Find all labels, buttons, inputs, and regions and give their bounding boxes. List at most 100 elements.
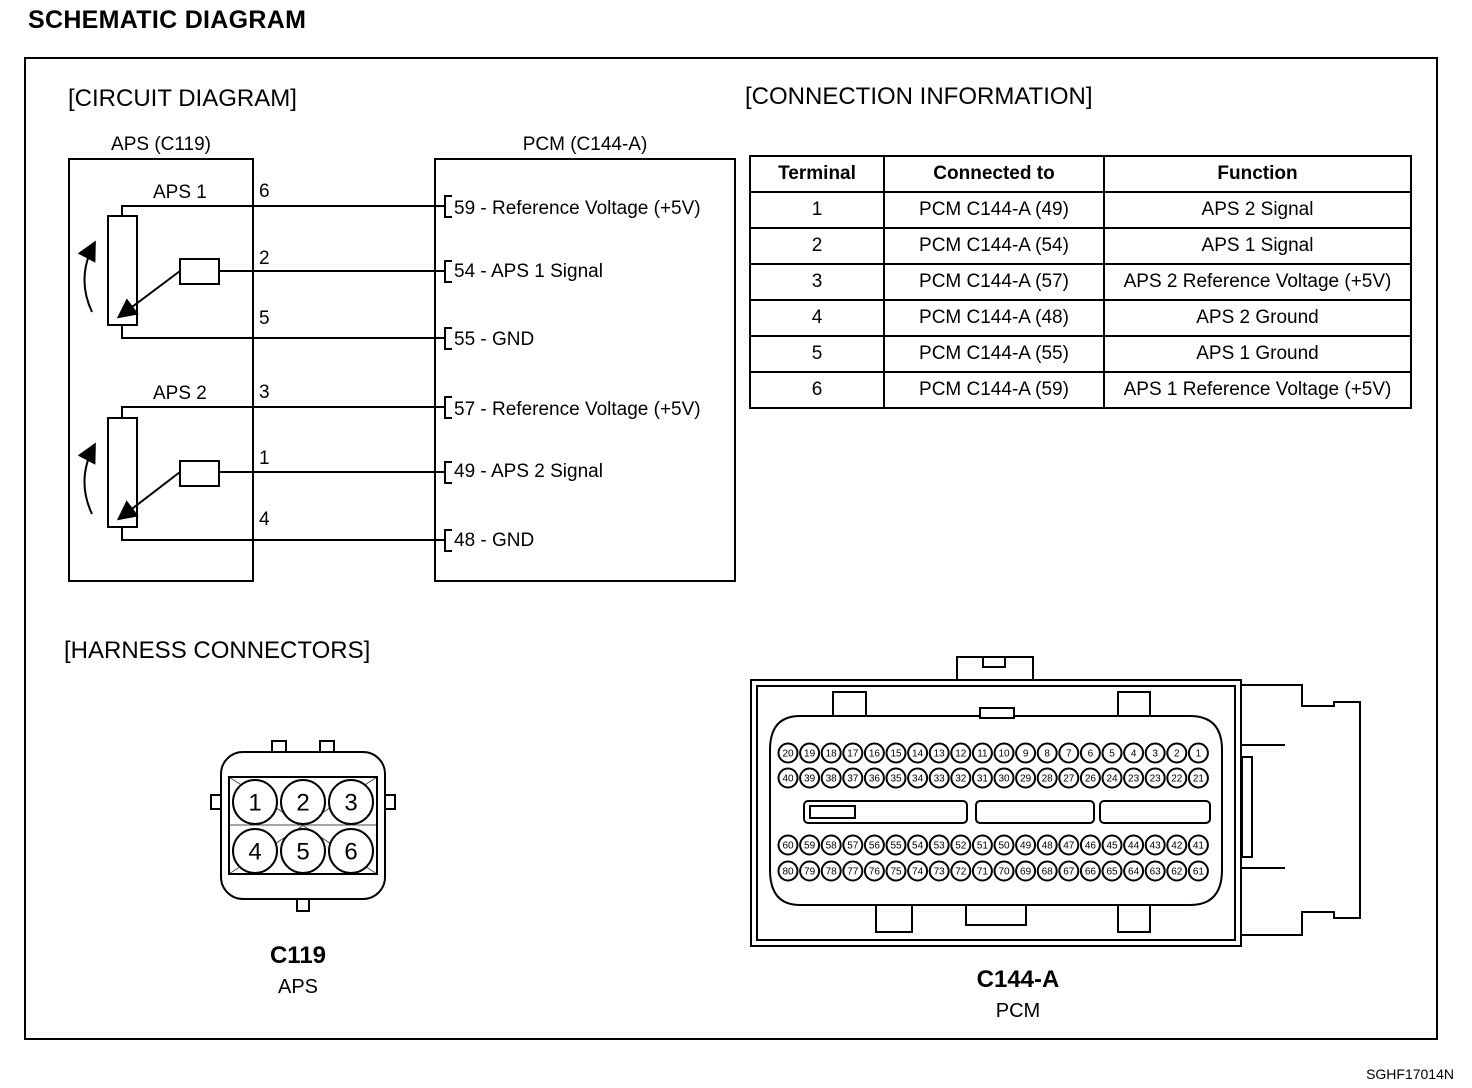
c144a-pin: 12	[950, 742, 972, 764]
c144a-pin-label: 63	[1150, 867, 1162, 878]
diagram-frame	[24, 57, 1438, 1040]
table-row: 1 PCM C144-A (49) APS 2 Signal	[749, 191, 1412, 229]
cell-terminal: 1	[749, 191, 885, 229]
c144a-pin-label: 28	[1042, 774, 1054, 785]
pcm-terminal-brackets	[444, 195, 452, 552]
pcm-terminal-label: 57 - Reference Voltage (+5V)	[454, 399, 701, 420]
c144a-pin: 50	[993, 834, 1015, 856]
c144a-pin-label: 45	[1106, 841, 1118, 852]
c144a-pin: 2	[1166, 742, 1188, 764]
c144a-pin-label: 34	[912, 774, 924, 785]
aps1-potentiometer: APS 1	[77, 182, 445, 339]
c144a-pin: 28	[1036, 767, 1058, 789]
c144a-pin: 31	[971, 767, 993, 789]
c144a-pin: 60	[777, 834, 799, 856]
c144a-pin: 49	[1015, 834, 1037, 856]
c144a-pin: 40	[777, 767, 799, 789]
aps-box-label: APS (C119)	[111, 134, 211, 155]
c119-pin-label: 1	[248, 790, 261, 817]
cell-function: APS 1 Reference Voltage (+5V)	[1103, 371, 1412, 409]
c119-pin: 3	[328, 779, 374, 825]
c144a-pin-label: 16	[869, 749, 881, 760]
c144a-pin-label: 8	[1044, 749, 1050, 760]
c144a-pin: 80	[777, 860, 799, 882]
c119-pin: 1	[232, 779, 278, 825]
c144a-pin-label: 72	[955, 867, 967, 878]
c144a-pin: 32	[950, 767, 972, 789]
c144a-pin: 3	[1144, 742, 1166, 764]
c144a-pin: 74	[907, 860, 929, 882]
c144a-pin-label: 40	[782, 774, 794, 785]
c144a-pin-label: 59	[804, 841, 816, 852]
cell-connected-to: PCM C144-A (55)	[883, 335, 1105, 373]
c144a-pin-label: 44	[1128, 841, 1140, 852]
c144a-pin: 70	[993, 860, 1015, 882]
c144a-pin-label: 42	[1171, 841, 1183, 852]
c144a-pin-label: 70	[998, 867, 1010, 878]
c119-pin: 2	[280, 779, 326, 825]
table-row: 4 PCM C144-A (48) APS 2 Ground	[749, 299, 1412, 337]
c144a-pin-label: 52	[955, 841, 967, 852]
c144a-pin-label: 79	[804, 867, 816, 878]
c144a-pin-label: 21	[1193, 774, 1205, 785]
c144a-pin: 37	[842, 767, 864, 789]
cell-connected-to: PCM C144-A (48)	[883, 299, 1105, 337]
c144a-pin: 9	[1015, 742, 1037, 764]
c144a-name: C144-A	[976, 966, 1060, 993]
c144a-pin: 19	[799, 742, 821, 764]
c144a-pin-label: 69	[1020, 867, 1032, 878]
c144a-pin-label: 80	[782, 867, 794, 878]
c144a-pin: 5	[1101, 742, 1123, 764]
pcm-terminal-label: 49 - APS 2 Signal	[454, 461, 603, 482]
c144a-desc: PCM	[995, 1000, 1041, 1022]
c144a-pin-label: 60	[782, 841, 794, 852]
cell-terminal: 3	[749, 263, 885, 301]
c144a-pin-label: 18	[826, 749, 838, 760]
c144a-pin: 68	[1036, 860, 1058, 882]
c144a-pin-label: 4	[1131, 749, 1137, 760]
c119-pin-label: 2	[296, 790, 309, 817]
c144a-pin: 8	[1036, 742, 1058, 764]
c144a-pin-label: 35	[890, 774, 902, 785]
c144a-pin: 72	[950, 860, 972, 882]
c144a-pin: 54	[907, 834, 929, 856]
c144a-pin: 46	[1079, 834, 1101, 856]
c144a-pin: 66	[1079, 860, 1101, 882]
aps-pin-label: 2	[259, 248, 270, 269]
c144a-pin: 34	[907, 767, 929, 789]
c144a-pin-label: 39	[804, 774, 816, 785]
c144a-pin: 20	[777, 742, 799, 764]
c144a-pin-label: 36	[869, 774, 881, 785]
c144a-pin: 11	[971, 742, 993, 764]
c144a-pin: 75	[885, 860, 907, 882]
aps-pin-label: 6	[259, 181, 270, 202]
c144a-pin-label: 15	[890, 749, 902, 760]
c144a-pin-label: 23	[1150, 774, 1162, 785]
c144a-pin-label: 29	[1020, 774, 1032, 785]
c144a-pin-label: 20	[782, 749, 794, 760]
cell-terminal: 2	[749, 227, 885, 265]
c144a-pin-label: 65	[1106, 867, 1118, 878]
pcm-box-label: PCM (C144-A)	[523, 134, 648, 155]
c144a-pin-label: 13	[934, 749, 946, 760]
c144a-pin: 36	[863, 767, 885, 789]
pcm-box	[434, 158, 736, 582]
c144a-pin: 69	[1015, 860, 1037, 882]
section-circuit-diagram: [CIRCUIT DIAGRAM]	[68, 85, 297, 112]
c144a-pin-label: 43	[1150, 841, 1162, 852]
cell-terminal: 4	[749, 299, 885, 337]
c144a-pin-label: 76	[869, 867, 881, 878]
c144a-pin-label: 49	[1020, 841, 1032, 852]
c144a-pin-label: 10	[998, 749, 1010, 760]
c144a-pin-label: 68	[1042, 867, 1054, 878]
c119-pin-label: 5	[296, 839, 309, 866]
c144a-pin-label: 75	[890, 867, 902, 878]
pcm-terminal-label: 48 - GND	[454, 530, 534, 551]
c144a-caption: C144-A PCM	[948, 966, 1088, 1023]
table-row: 2 PCM C144-A (54) APS 1 Signal	[749, 227, 1412, 265]
c144a-pin-label: 7	[1066, 749, 1072, 760]
c144a-pin-label: 61	[1193, 867, 1205, 878]
